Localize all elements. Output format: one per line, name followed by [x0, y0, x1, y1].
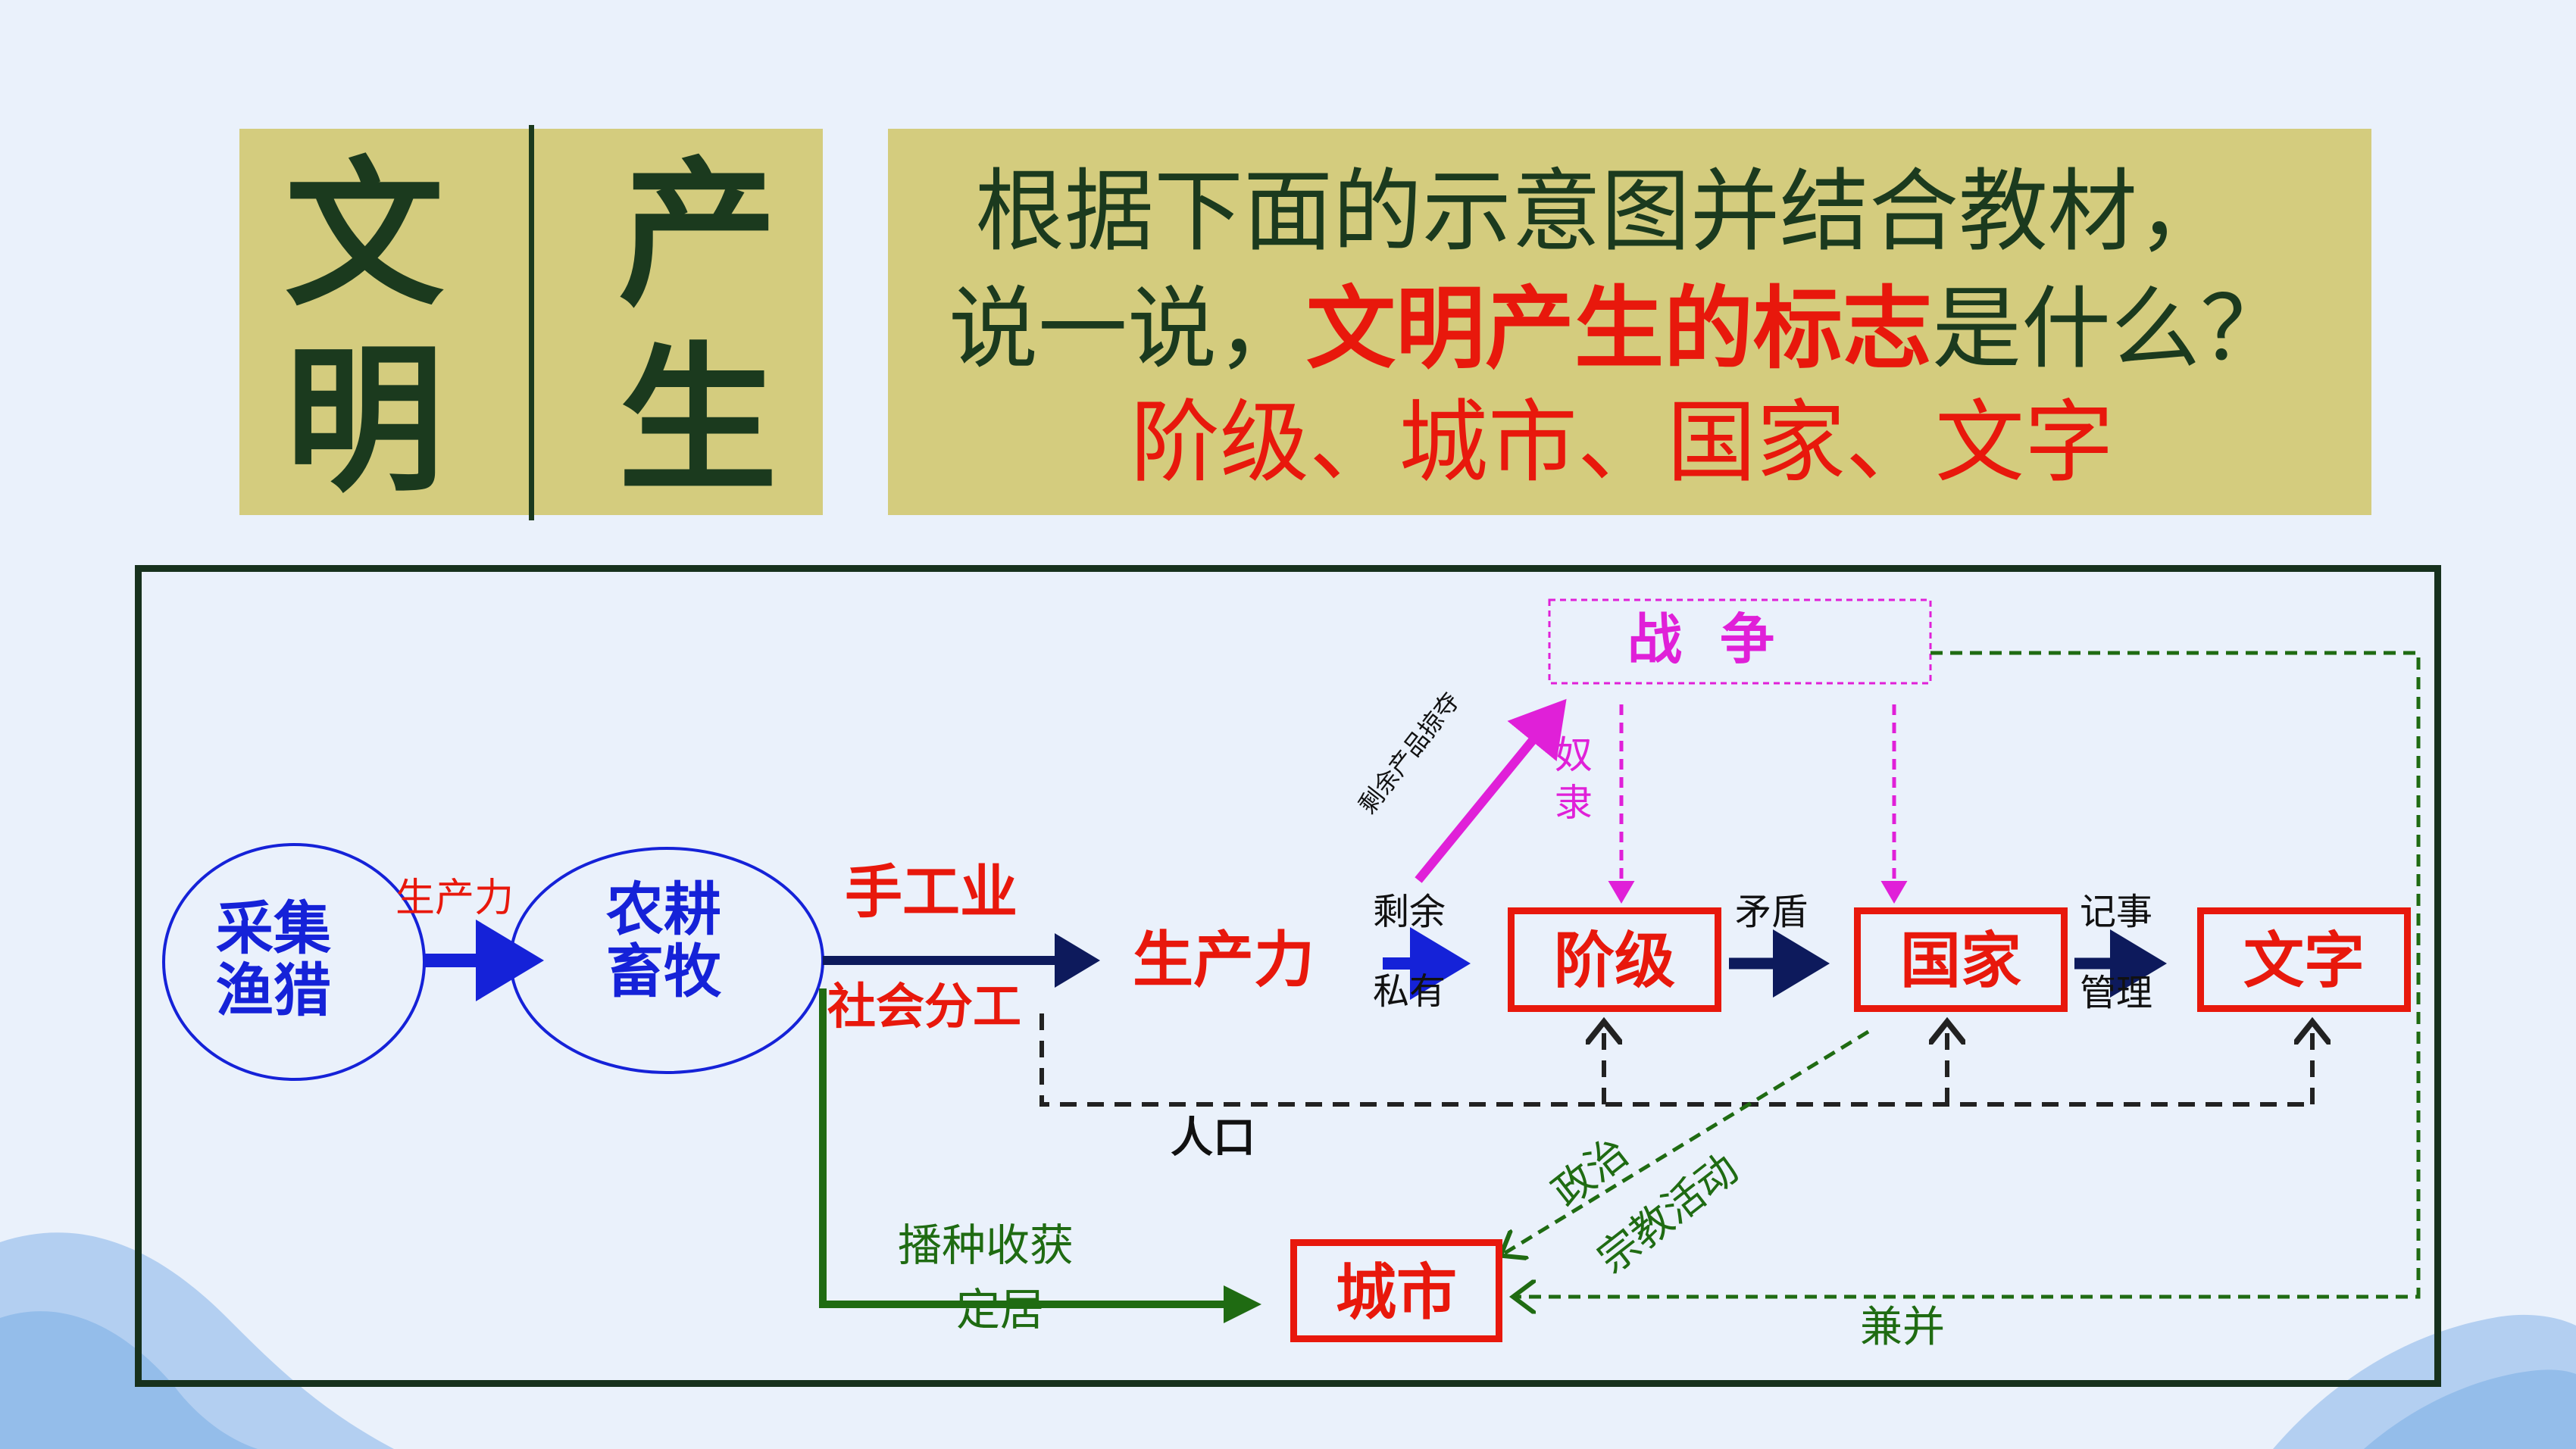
wave-right-inner: [2364, 1369, 2576, 1449]
label-productivity-big: 生产力: [1133, 925, 1315, 995]
label-record: 记事: [2080, 891, 2153, 933]
question-prefix: 说一说，: [949, 276, 1307, 381]
question-highlight: 文明产生的标志: [1306, 276, 1933, 381]
node-class-label: 阶级: [1554, 926, 1675, 996]
label-private: 私有: [1373, 970, 1446, 1013]
label-slave-1: 奴: [1555, 733, 1593, 777]
label-handicraft: 手工业: [845, 858, 1018, 926]
label-farming-1: 播种收获: [898, 1219, 1074, 1271]
node-farming-line-1: 农耕: [606, 876, 721, 943]
node-state: 国家: [1854, 907, 2068, 1012]
node-hunting-label: 采集 渔猎: [216, 895, 331, 1025]
question-line-1: 根据下面的示意图并结合教材，: [975, 159, 2227, 264]
label-manage: 管理: [2080, 972, 2153, 1014]
title-divider: [529, 125, 534, 520]
node-writing: 文字: [2197, 907, 2411, 1012]
node-city: 城市: [1290, 1239, 1502, 1342]
question-block: 根据下面的示意图并结合教材， 说一说，文明产生的标志是什么？ 阶级、城市、国家、…: [888, 129, 2371, 515]
population-line: [1039, 1013, 2312, 1107]
arrow-farming-city: [819, 988, 1261, 1323]
title-char-2: 明: [285, 326, 445, 514]
node-farming-line-2: 畜牧: [606, 938, 721, 1006]
node-state-label: 国家: [1900, 926, 2021, 996]
arrow-state-city: [1504, 1029, 1870, 1254]
node-hunting-line-1: 采集: [216, 895, 331, 962]
label-productivity-small: 生产力: [395, 876, 514, 921]
wave-left-inner: [0, 1311, 258, 1449]
label-slave-2: 隶: [1555, 781, 1593, 825]
title-char-3: 产: [618, 141, 778, 328]
question-suffix: 是什么？: [1932, 276, 2290, 381]
arrow-war-annex-city: [1517, 651, 2421, 1297]
node-writing-label: 文字: [2243, 926, 2365, 996]
label-war: 战 争: [1627, 607, 1775, 671]
label-division-of-labor: 社会分工: [827, 979, 1021, 1035]
node-hunting-line-2: 渔猎: [216, 957, 331, 1025]
label-annex: 兼并: [1860, 1303, 1945, 1352]
node-farming-label: 农耕 畜牧: [606, 876, 721, 1006]
title-char-1: 文: [285, 141, 445, 328]
node-class: 阶级: [1508, 907, 1721, 1012]
answer-text: 阶级、城市、国家、文字: [1130, 390, 2115, 495]
title-char-4: 生: [618, 326, 778, 514]
question-line-2: 说一说，文明产生的标志是什么？: [949, 284, 2290, 374]
diagram-frame: [135, 565, 2441, 1387]
label-population: 人口: [1171, 1113, 1255, 1163]
label-farming-2: 定居: [956, 1284, 1045, 1335]
label-contradiction: 矛盾: [1735, 891, 1809, 933]
node-city-label: 城市: [1336, 1257, 1457, 1328]
label-surplus: 剩余: [1373, 891, 1446, 933]
arrow-plunder-war: [1415, 698, 1567, 883]
